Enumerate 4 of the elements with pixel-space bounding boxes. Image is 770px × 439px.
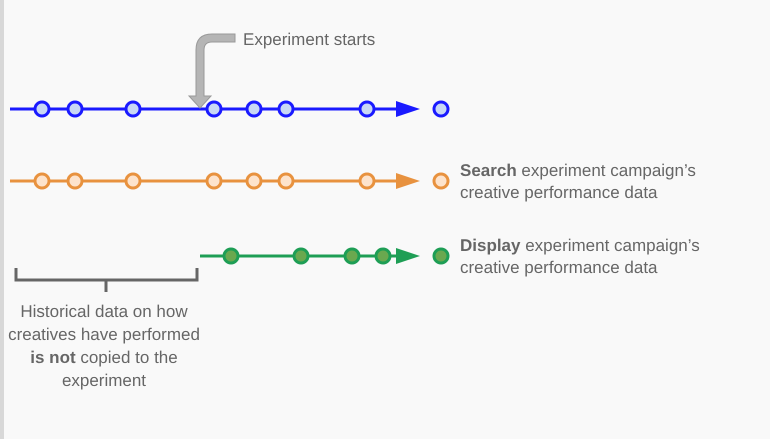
note-text: Historical data on how creatives have performed is not copied to the experiment: [7, 301, 201, 392]
callout-text: Experiment starts: [243, 29, 376, 51]
legend-text: Display experiment campaign’s creative performance data: [460, 235, 701, 279]
legend-text: Search experiment campaign’s creative performance data: [460, 160, 697, 204]
